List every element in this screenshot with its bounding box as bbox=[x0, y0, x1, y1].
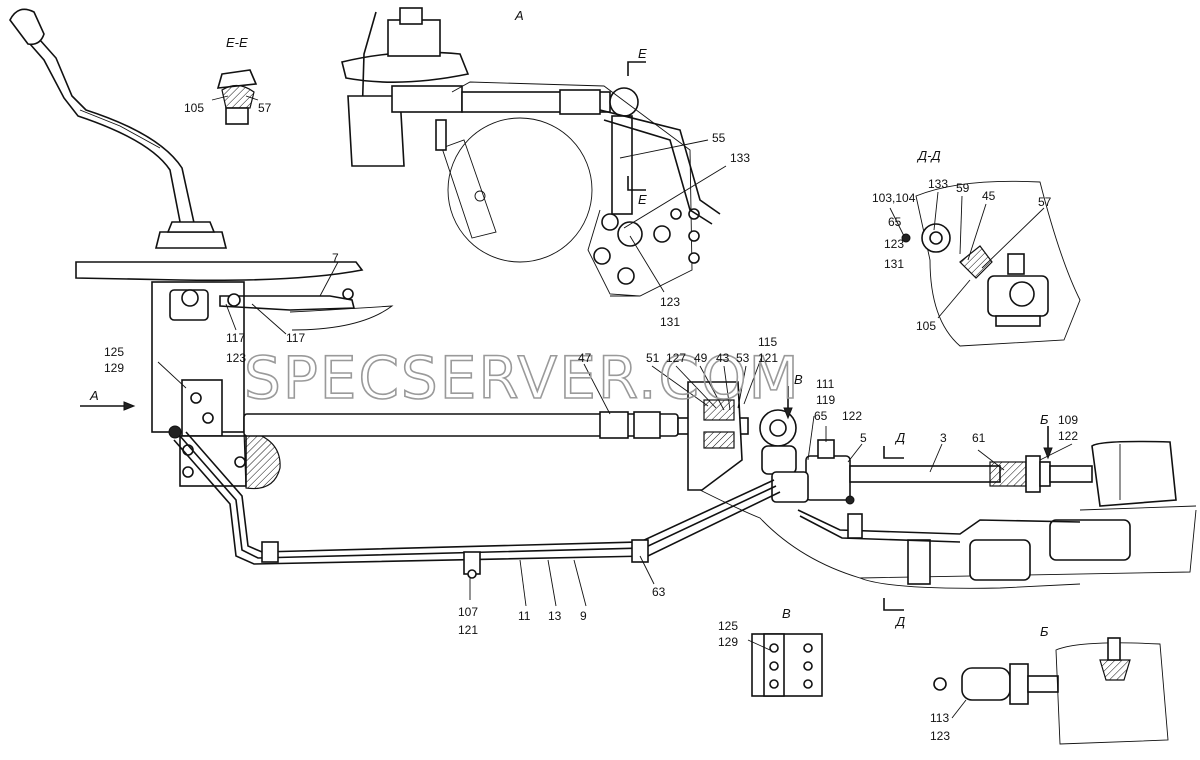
view-b-drawing bbox=[933, 637, 1169, 745]
callout-dd-65: 65 bbox=[888, 215, 902, 229]
callout-ee-105: 105 bbox=[184, 101, 204, 115]
callout-121a: 121 bbox=[758, 351, 778, 365]
callout-a-133: 133 bbox=[730, 151, 750, 165]
callout-dd-103-104: 103,104 bbox=[872, 191, 916, 205]
callout-61: 61 bbox=[972, 431, 986, 445]
callout-a-55: 55 bbox=[712, 131, 726, 145]
rod-end-hinge bbox=[687, 381, 797, 491]
section-dd-drawing bbox=[901, 180, 1081, 347]
leader-lines bbox=[157, 95, 1073, 719]
callout-dd-59: 59 bbox=[956, 181, 970, 195]
callout-a-123: 123 bbox=[660, 295, 680, 309]
callout-v-129: 129 bbox=[718, 635, 738, 649]
section-ee-drawing bbox=[216, 69, 258, 125]
callout-dd-45: 45 bbox=[982, 189, 996, 203]
callout-dd-123: 123 bbox=[884, 237, 904, 251]
shift-mechanism-housing bbox=[151, 281, 394, 490]
callout-dd-133: 133 bbox=[928, 177, 948, 191]
callout-v-125: 125 bbox=[718, 619, 738, 633]
callout-dd-131: 131 bbox=[884, 257, 904, 271]
view-v-title: В bbox=[782, 606, 791, 621]
cut-e-top-letter: Е bbox=[638, 46, 647, 61]
arrow-b-letter: Б bbox=[1040, 412, 1049, 427]
arrow-v-letter: В bbox=[794, 372, 803, 387]
callout-5: 5 bbox=[860, 431, 867, 445]
callout-13: 13 bbox=[548, 609, 562, 623]
callout-125: 125 bbox=[104, 345, 124, 359]
callout-51: 51 bbox=[646, 351, 660, 365]
callout-7: 7 bbox=[332, 251, 339, 265]
watermark: SPECSERVER.COM bbox=[244, 344, 801, 412]
callout-111: 111 bbox=[816, 377, 835, 391]
callout-b-123: 123 bbox=[930, 729, 950, 743]
callout-b-113: 113 bbox=[930, 711, 949, 725]
callout-65-shown: 65 bbox=[814, 409, 828, 423]
callout-63: 63 bbox=[652, 585, 666, 599]
air-pipes bbox=[173, 431, 1081, 579]
cut-d-top-letter: Д bbox=[894, 430, 905, 445]
gear-lever bbox=[9, 8, 364, 282]
callout-47: 47 bbox=[578, 351, 592, 365]
section-dd-title: Д-Д bbox=[916, 148, 941, 163]
callout-dd-105: 105 bbox=[916, 319, 936, 333]
callout-122a: 122 bbox=[842, 409, 862, 423]
callout-119: 119 bbox=[816, 393, 835, 407]
callout-43: 43 bbox=[716, 351, 730, 365]
callout-49: 49 bbox=[694, 351, 708, 365]
callout-a-131: 131 bbox=[660, 315, 680, 329]
view-a-title: А bbox=[514, 8, 524, 23]
shift-rod-47 bbox=[243, 411, 749, 439]
callout-115: 115 bbox=[758, 335, 777, 349]
callout-121b: 121 bbox=[458, 623, 478, 637]
callouts: 105 57 55 133 123 131 103,104 133 59 45 … bbox=[104, 101, 1078, 743]
cut-e-bottom-letter: Е bbox=[638, 192, 647, 207]
callout-109: 109 bbox=[1058, 413, 1078, 427]
callout-129: 129 bbox=[104, 361, 124, 375]
callout-123a: 123 bbox=[226, 351, 246, 365]
callout-127: 127 bbox=[666, 351, 686, 365]
view-a-drawing bbox=[341, 7, 721, 297]
callout-11: 11 bbox=[518, 609, 531, 623]
rod-3 bbox=[849, 440, 1177, 507]
arrow-a-letter: А bbox=[89, 388, 99, 403]
callout-117b: 117 bbox=[286, 331, 305, 345]
callout-9: 9 bbox=[580, 609, 587, 623]
view-v-drawing bbox=[751, 633, 823, 697]
callout-ee-57: 57 bbox=[258, 101, 272, 115]
cut-d-bottom-letter: Д bbox=[894, 614, 905, 629]
callout-dd-57: 57 bbox=[1038, 195, 1052, 209]
callout-122b: 122 bbox=[1058, 429, 1078, 443]
section-ee-title: Е-Е bbox=[226, 35, 248, 50]
section-markers bbox=[80, 61, 1053, 611]
callout-117a: 117 bbox=[226, 331, 245, 345]
gearbox-outline bbox=[699, 489, 1197, 589]
callout-3: 3 bbox=[940, 431, 947, 445]
view-b-title: Б bbox=[1040, 624, 1049, 639]
callout-107: 107 bbox=[458, 605, 478, 619]
callout-53: 53 bbox=[736, 351, 750, 365]
valve-5 bbox=[771, 439, 855, 505]
